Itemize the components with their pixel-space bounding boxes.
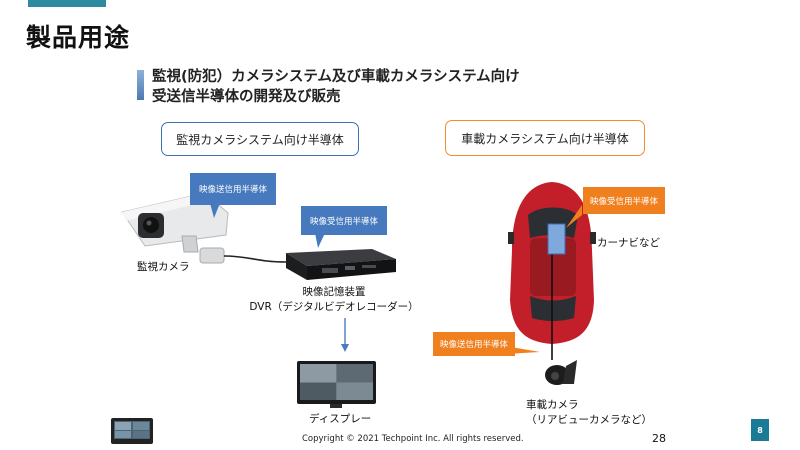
display-illustration: [297, 361, 376, 408]
top-accent-bar: [28, 0, 106, 7]
rx-chip-callout-left: 映像受信用半導体: [301, 206, 387, 235]
subtitle-line-2: 受送信半導体の開発及び販売: [152, 89, 341, 105]
dvr-illustration: [286, 249, 396, 280]
subtitle-line-1: 監視(防犯）カメラシステム及び車載カメラシステム向け: [152, 69, 520, 85]
navi-receiver-block: [547, 223, 566, 255]
dvr-label-line-2: DVR（デジタルビデオレコーダー）: [249, 301, 419, 313]
rear-camera-illustration: [545, 360, 577, 385]
camera-label: 監視カメラ: [137, 261, 190, 273]
security-camera-illustration: [121, 192, 287, 264]
car-camera-label-line-1: 車載カメラ: [526, 399, 579, 411]
dvr-label: 映像記憶装置 DVR（デジタルビデオレコーダー）: [232, 284, 436, 314]
subtitle-accent-bar: [137, 70, 144, 100]
display-label: ディスプレー: [309, 413, 372, 425]
subtitle: 監視(防犯）カメラシステム及び車載カメラシステム向け 受送信半導体の開発及び販売: [152, 67, 520, 107]
page-title: 製品用途: [26, 23, 131, 52]
copyright-text: Copyright © 2021 Techpoint Inc. All righ…: [302, 434, 524, 444]
page-number: 28: [652, 432, 666, 445]
car-camera-label: 車載カメラ （リアビューカメラなど）: [526, 397, 652, 427]
car-camera-label-line-2: （リアビューカメラなど）: [526, 414, 652, 426]
rx-chip-callout-right: 映像受信用半導体: [583, 187, 665, 214]
tx-chip-callout-left: 映像送信用半導体: [190, 173, 276, 205]
navi-label: カーナビなど: [597, 237, 660, 249]
dvr-label-line-1: 映像記憶装置: [302, 286, 366, 298]
surveillance-section-header: 監視カメラシステム向け半導体: [161, 122, 359, 156]
footer-logo-thumbnail: [111, 418, 153, 444]
slide-number-badge: 8: [751, 419, 769, 441]
tx-chip-callout-right: 映像送信用半導体: [433, 332, 515, 356]
automotive-section-header: 車載カメラシステム向け半導体: [445, 120, 645, 156]
